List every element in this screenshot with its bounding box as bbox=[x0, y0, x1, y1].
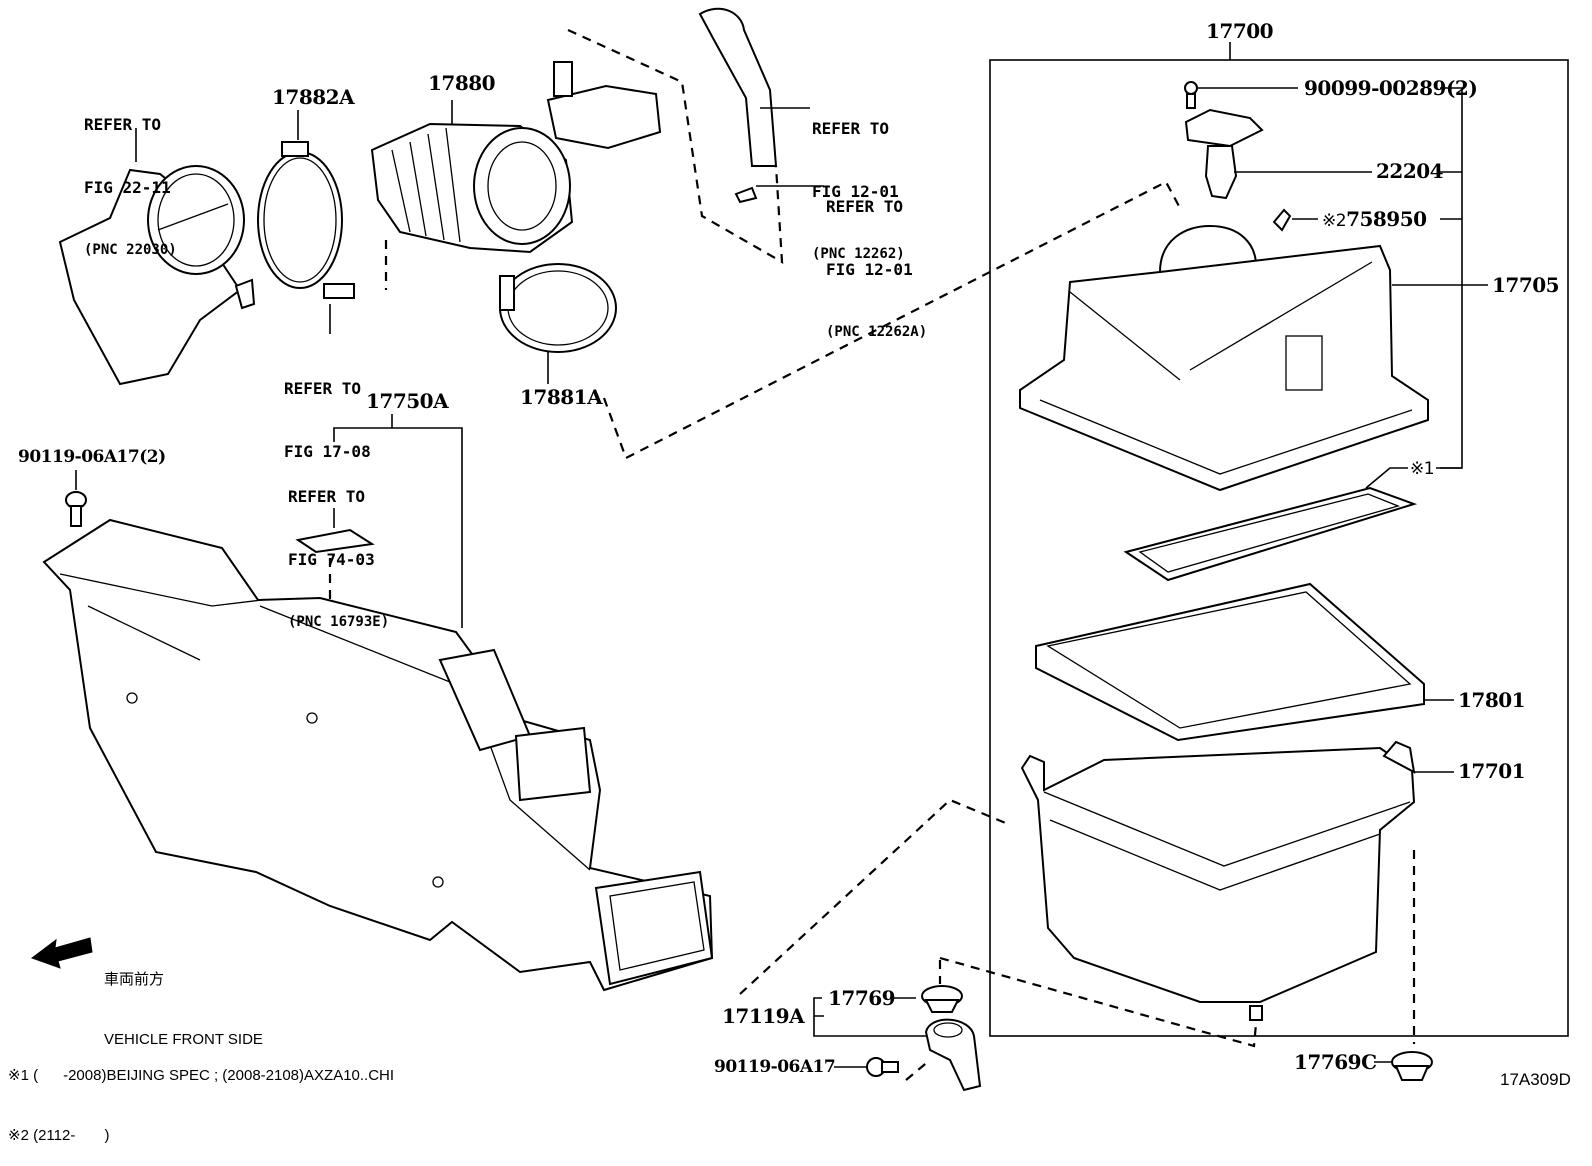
reference-line: REFER TO bbox=[826, 197, 904, 216]
air-cleaner-case-part bbox=[1020, 740, 1454, 1021]
part-label-758950[interactable]: ※2758950 bbox=[1322, 208, 1427, 232]
reference-line: REFER TO bbox=[84, 115, 162, 134]
part-label-17119a[interactable]: 17119A bbox=[722, 1004, 805, 1028]
part-number-758950: 758950 bbox=[1346, 207, 1427, 231]
footnotes: ※1 ( -2008)BEIJING SPEC ; (2008-2108)AXZ… bbox=[8, 1026, 394, 1166]
reference-figure: FIG 12-01 bbox=[812, 182, 899, 201]
grommet-part bbox=[1374, 850, 1433, 1081]
part-label-17701[interactable]: 17701 bbox=[1458, 759, 1526, 783]
footnote-1: ※1 ( -2008)BEIJING SPEC ; (2008-2108)AXZ… bbox=[8, 1067, 395, 1084]
part-label-17750a[interactable]: 17750A bbox=[366, 389, 449, 413]
reference-fig-12-01-pnc-12262a[interactable]: REFER TO FIG 12-01 (PNC 12262A) bbox=[826, 154, 927, 364]
reference-line: REFER TO bbox=[812, 119, 890, 138]
part-label-17769c[interactable]: 17769C bbox=[1294, 1050, 1377, 1074]
part-label-17801[interactable]: 17801 bbox=[1458, 688, 1526, 712]
reference-line: REFER TO bbox=[288, 487, 366, 506]
exploded-parts-diagram bbox=[30, 7, 1569, 1092]
arrow-left-icon bbox=[30, 937, 93, 969]
part-label-17769[interactable]: 17769 bbox=[828, 986, 896, 1010]
hose-clamp-part-17881a bbox=[499, 263, 617, 384]
air-cleaner-cap-part bbox=[1019, 224, 1462, 492]
bolt-part-upper-left bbox=[65, 470, 87, 527]
reference-figure: FIG 12-01 bbox=[826, 260, 913, 279]
part-label-90099-00289[interactable]: 90099-00289(2) bbox=[1304, 76, 1478, 100]
reference-pnc: (PNC 12262) bbox=[812, 246, 905, 262]
figure-code: 17A309D bbox=[1500, 1070, 1571, 1089]
reference-figure: FIG 17-08 bbox=[284, 442, 371, 461]
inlet-duct-part bbox=[42, 414, 714, 992]
reference-figure: FIG 74-03 bbox=[288, 550, 375, 569]
reference-fig-74-03[interactable]: REFER TO FIG 74-03 (PNC 16793E) bbox=[288, 444, 389, 654]
throttle-body-part bbox=[58, 128, 256, 386]
direction-label-en: VEHICLE FRONT SIDE bbox=[104, 1031, 263, 1048]
assembly-guide-lines-lower bbox=[739, 798, 1258, 1048]
gasket-part bbox=[1123, 467, 1462, 582]
air-filter-element-part bbox=[1035, 582, 1454, 742]
note-marker-1-gasket[interactable]: ※1 bbox=[1410, 459, 1435, 479]
screw-part bbox=[1184, 81, 1298, 109]
part-label-17700[interactable]: 17700 bbox=[1206, 19, 1274, 43]
part-label-17705[interactable]: 17705 bbox=[1492, 273, 1560, 297]
reference-pnc: (PNC 12262A) bbox=[826, 324, 928, 340]
part-label-90119-06a17[interactable]: 90119-06A17 bbox=[714, 1057, 836, 1077]
bracket-part bbox=[813, 985, 982, 1092]
breather-hose-part bbox=[698, 7, 824, 204]
reference-fig-22-11[interactable]: REFER TO FIG 22-11 (PNC 22030) bbox=[84, 72, 177, 282]
reference-figure: FIG 22-11 bbox=[84, 178, 171, 197]
intake-hose-part bbox=[323, 61, 662, 334]
mass-air-flow-meter-part bbox=[1184, 108, 1372, 200]
part-label-17881a[interactable]: 17881A bbox=[520, 385, 603, 409]
part-label-90119-06a17-2[interactable]: 90119-06A17(2) bbox=[18, 447, 166, 467]
direction-label-jp: 車両前方 bbox=[104, 971, 165, 988]
part-label-17880[interactable]: 17880 bbox=[428, 71, 496, 95]
reference-fig-12-01-pnc-12262[interactable]: REFER TO FIG 12-01 (PNC 12262) bbox=[812, 76, 905, 286]
reference-pnc: (PNC 16793E) bbox=[288, 614, 390, 630]
part-label-17882a[interactable]: 17882A bbox=[272, 85, 355, 109]
hose-clamp-part-17882a bbox=[257, 110, 343, 289]
reference-line: REFER TO bbox=[284, 379, 362, 398]
label-part bbox=[1272, 208, 1318, 232]
direction-label: 車両前方 VEHICLE FRONT SIDE bbox=[104, 930, 263, 1070]
note-marker-2: ※2 bbox=[1322, 211, 1347, 231]
reference-fig-17-08[interactable]: REFER TO FIG 17-08 bbox=[284, 336, 371, 483]
reference-pnc: (PNC 22030) bbox=[84, 242, 177, 258]
footnote-2: ※2 (2112- ) bbox=[8, 1127, 110, 1144]
part-label-22204[interactable]: 22204 bbox=[1376, 159, 1444, 183]
assembly-guide-lines-upper bbox=[567, 28, 1181, 460]
